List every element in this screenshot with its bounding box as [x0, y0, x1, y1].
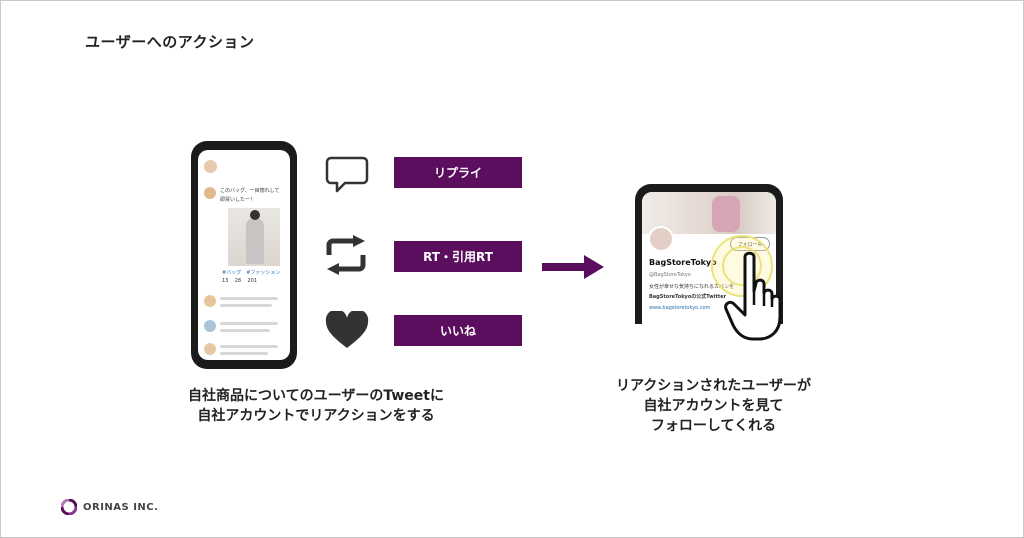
account-handle: @BagStoreTokyo — [649, 272, 691, 278]
caption-line: リアクションされたユーザーが — [615, 378, 812, 394]
caption-line: 自社アカウントを見て — [643, 398, 784, 414]
retweet-icon — [326, 235, 366, 275]
avatar — [204, 295, 216, 307]
tweet-text: このバッグ、一目惚れして — [220, 188, 280, 194]
like-label: いいね — [394, 315, 522, 346]
profile-avatar — [648, 226, 674, 252]
tweet-text: 即買いしたー！ — [220, 197, 256, 203]
company-name: ORINAS INC. — [83, 501, 159, 513]
header-bag — [712, 196, 740, 232]
phone-screen: このバッグ、一目惚れして 即買いしたー！ #バッグ #ファッション 13 28 … — [198, 150, 290, 360]
placeholder-line — [220, 329, 270, 332]
caption-line: 自社アカウントでリアクションをする — [197, 408, 435, 424]
placeholder-line — [220, 304, 272, 307]
placeholder-line — [220, 352, 268, 355]
person-head — [250, 210, 260, 220]
bio-text: BagStoreTokyoの公式Twitter — [649, 294, 727, 300]
person-figure — [246, 218, 264, 264]
avatar — [204, 187, 216, 199]
retweet-label: RT・引用RT — [394, 241, 522, 272]
page-title: ユーザーへのアクション — [85, 33, 255, 51]
pointing-hand-icon — [724, 251, 782, 341]
profile-url[interactable]: www.bagstoretokyo.com — [649, 305, 711, 311]
follow-button-label: フォロー中 — [737, 241, 762, 248]
avatar — [204, 343, 216, 355]
retweet-count: 28 — [234, 278, 242, 284]
caption-line: 自社商品についてのユーザーのTweetに — [188, 388, 444, 404]
phone-notch — [227, 141, 261, 149]
account-name: BagStoreTokyo — [649, 258, 717, 267]
tweet-stats: 13 28 201 — [222, 278, 257, 284]
like-count: 201 — [247, 278, 258, 284]
right-arrow-icon — [542, 255, 604, 279]
tweet-photo — [228, 208, 280, 266]
caption-line: フォローしてくれる — [650, 418, 777, 434]
avatar — [204, 160, 217, 173]
placeholder-line — [220, 322, 278, 325]
company-logo: ORINAS INC. — [61, 499, 158, 515]
reply-label: リプライ — [394, 157, 522, 188]
reply-count: 13 — [222, 278, 229, 284]
heart-icon — [325, 311, 369, 348]
bio-text: 女性が幸せな気持ちになれるカバンを — [649, 284, 735, 290]
placeholder-line — [220, 297, 278, 300]
speech-bubble-icon — [325, 156, 369, 193]
phone-mockup-left: このバッグ、一目惚れして 即買いしたー！ #バッグ #ファッション 13 28 … — [191, 141, 297, 369]
logo-mark-icon — [61, 499, 77, 515]
caption-left: 自社商品についてのユーザーのTweetに 自社アカウントでリアクションをする — [131, 386, 501, 426]
caption-right: リアクションされたユーザーが 自社アカウントを見て フォローしてくれる — [581, 376, 846, 436]
placeholder-line — [220, 345, 278, 348]
phone-notch — [687, 184, 731, 192]
hashtags[interactable]: #バッグ #ファッション — [222, 270, 281, 276]
avatar — [204, 320, 216, 332]
